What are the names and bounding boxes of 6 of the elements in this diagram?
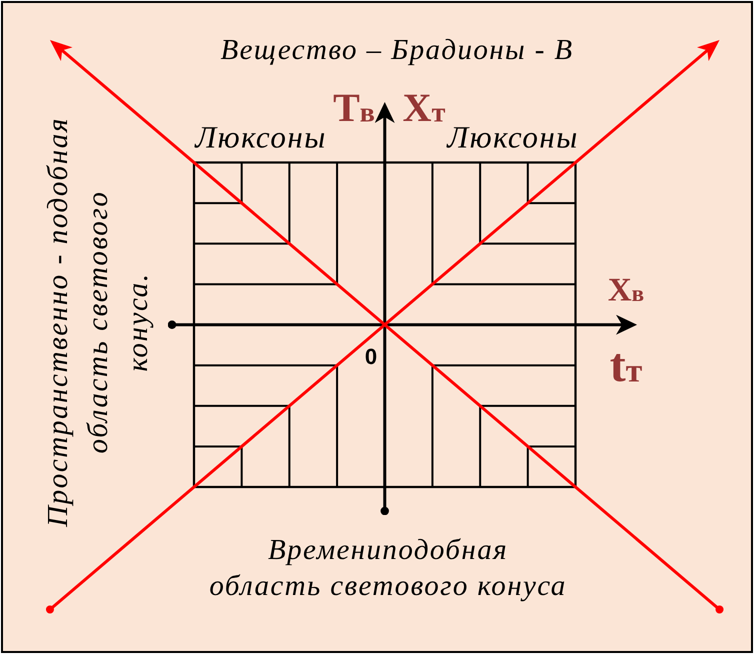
origin-label: 0	[364, 346, 378, 368]
region-label: Люксоны	[195, 120, 327, 156]
region-label: Вещество – Брадионы - В	[220, 34, 574, 66]
region-label: Пространственно - подобная область светового конуса.	[40, 117, 155, 527]
region-label: Времениподобная область светового конуса	[209, 532, 567, 604]
region-label: Люксоны	[447, 120, 579, 156]
